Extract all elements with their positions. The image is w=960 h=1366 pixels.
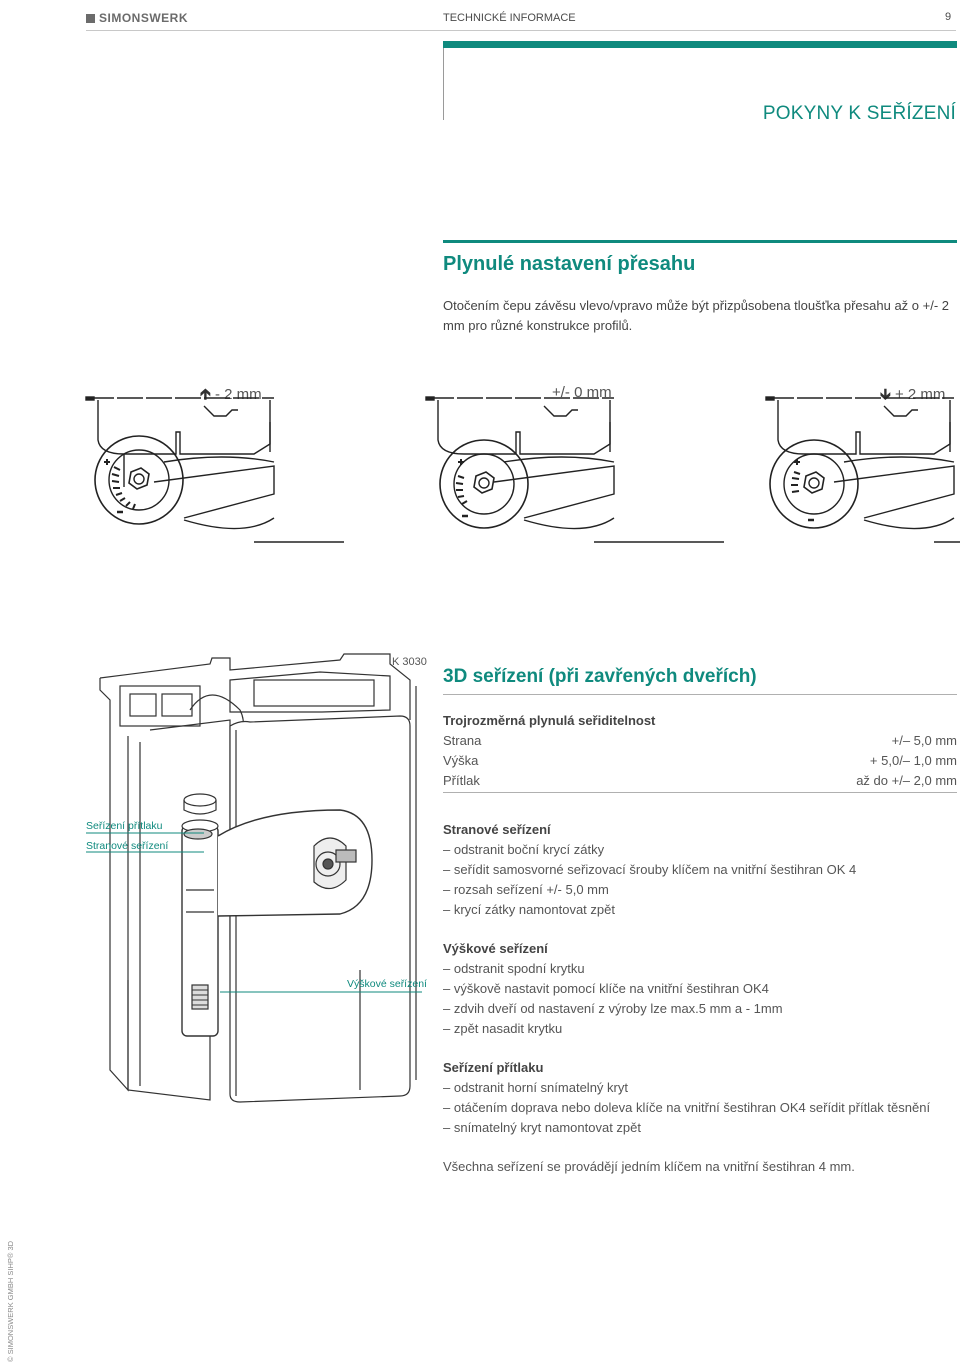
spec-name: Výška <box>443 753 479 768</box>
spec-name: Přítlak <box>443 773 480 788</box>
overlap-paragraph: Otočením čepu závěsu vlevo/vpravo může b… <box>443 298 950 333</box>
list-item: – odstranit boční krycí zátky <box>443 842 605 857</box>
diagram-label-plus: 🡳 + 2 mm <box>880 386 946 403</box>
overlap-diagrams <box>85 396 960 543</box>
side-copyright: © SIMONSWERK GMBH SIHP® 3D <box>6 1240 15 1362</box>
accent-line <box>443 48 444 120</box>
list-item: – seřídit samosvorné seřizovací šrouby k… <box>443 862 857 877</box>
spec-value: +/– 5,0 mm <box>891 733 957 748</box>
hinge-3d-illustration <box>99 653 417 1103</box>
callout-vertical: Výškové seřízení <box>347 978 427 990</box>
adjust-3d-divider <box>443 694 957 695</box>
list-item: – krycí zátky namontovat zpět <box>443 902 615 917</box>
diagram-label-minus: 🡱 - 2 mm <box>200 386 262 403</box>
hinge-diagram-minus <box>85 396 344 543</box>
brand-name: SIMONSWERK <box>99 11 188 25</box>
spec-row-pressure: Přítlak až do +/– 2,0 mm <box>443 773 957 788</box>
spec-title: Trojrozměrná plynulá seřiditelnost <box>443 713 656 728</box>
overlap-heading: Plynulé nastavení přesahu <box>443 253 696 275</box>
block-title-pressure: Seřízení přítlaku <box>443 1060 544 1075</box>
list-item: – zpět nasadit krytku <box>443 1021 563 1036</box>
list-item: – otáčením doprava nebo doleva klíče na … <box>443 1100 931 1115</box>
callout-pressure: Seřízení přítlaku <box>86 820 163 832</box>
list-item: – snímatelný kryt namontovat zpět <box>443 1120 641 1135</box>
logo-mark-icon <box>86 13 95 23</box>
header-section-title: TECHNICKÉ INFORMACE <box>443 12 576 24</box>
spec-value: až do +/– 2,0 mm <box>856 773 957 788</box>
list-item: – zdvih dveří od nastavení z výroby lze … <box>443 1001 783 1016</box>
callout-lateral: Stranové seřízení <box>86 840 169 852</box>
section-accent-bar <box>443 240 957 243</box>
spec-value: + 5,0/– 1,0 mm <box>869 753 957 768</box>
block-title-vertical: Výškové seřízení <box>443 941 548 956</box>
accent-bar <box>443 41 957 48</box>
adjust-3d-heading: 3D seřízení (při zavřených dveřích) <box>443 666 757 687</box>
spec-row-side: Strana +/– 5,0 mm <box>443 733 957 748</box>
footer-note: Všechna seřízení se provádějí jedním klí… <box>443 1159 855 1174</box>
callout-leader-lines <box>86 832 422 993</box>
diagram-label-zero: +/- 0 mm <box>552 384 612 401</box>
list-item: – odstranit horní snímatelný kryt <box>443 1080 628 1095</box>
list-item: – odstranit spodní krytku <box>443 961 585 976</box>
up-arrow-icon: 🡱 <box>200 386 211 403</box>
brand-logo: SIMONSWERK <box>86 11 188 25</box>
header-divider <box>86 30 956 31</box>
spec-name: Strana <box>443 733 482 748</box>
hinge-diagram-zero <box>425 396 724 543</box>
spec-row-height: Výška + 5,0/– 1,0 mm <box>443 753 957 768</box>
block-title-lateral: Stranové seřízení <box>443 822 551 837</box>
hinge-diagram-plus <box>765 396 960 543</box>
list-item: – výškově nastavit pomocí klíče na vnitř… <box>443 981 769 996</box>
page-number: 9 <box>945 11 952 23</box>
list-item: – rozsah seřízení +/- 5,0 mm <box>443 882 609 897</box>
model-label: K 3030 <box>392 656 427 668</box>
spec-divider <box>443 792 957 793</box>
down-arrow-icon: 🡳 <box>880 386 891 403</box>
page-title: POKYNY K SEŘÍZENÍ <box>762 103 956 124</box>
